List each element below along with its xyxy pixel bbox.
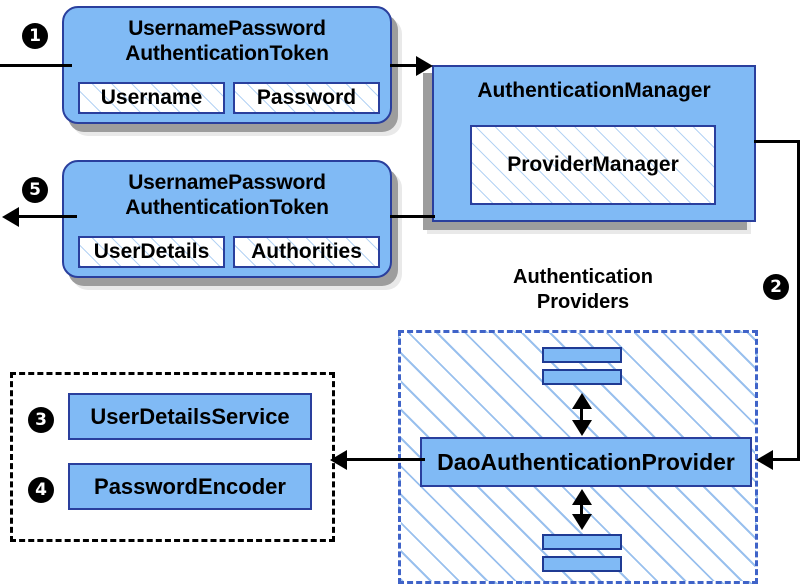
step-badge-4: 4 — [28, 477, 54, 503]
password-encoder-label: PasswordEncoder — [94, 473, 286, 499]
authentication-providers-title: Authentication Providers — [468, 265, 698, 315]
response-token-slot-authorities[interactable]: Authorities — [233, 236, 380, 268]
dao-bottom-arrow-down-head — [572, 514, 592, 530]
response-token-title-line1: UsernamePassword — [128, 171, 326, 194]
auth-manager-card[interactable]: AuthenticationManager ProviderManager — [432, 65, 756, 222]
other-provider-bar-top-1[interactable] — [542, 347, 622, 363]
dao-to-support-line — [345, 458, 425, 461]
dao-top-arrow-up-head — [572, 393, 592, 409]
response-token-title: UsernamePassword AuthenticationToken — [125, 170, 329, 220]
dao-provider-label: DaoAuthenticationProvider — [437, 448, 735, 475]
dao-provider-card[interactable]: DaoAuthenticationProvider — [420, 437, 752, 487]
step-badge-1: 1 — [22, 23, 48, 49]
manager-branch-bottom-line — [770, 458, 800, 461]
request-token-title-line2: AuthenticationToken — [125, 42, 329, 65]
password-encoder-card[interactable]: PasswordEncoder — [68, 463, 312, 510]
response-out-line — [17, 215, 77, 218]
response-token-slot-userdetails[interactable]: UserDetails — [78, 236, 225, 268]
request-token-title: UsernamePassword AuthenticationToken — [125, 16, 329, 66]
authentication-providers-title-line1: Authentication — [513, 266, 653, 288]
step-badge-5: 5 — [22, 177, 48, 203]
token-to-manager-line — [390, 64, 422, 67]
response-token-title-line2: AuthenticationToken — [125, 196, 329, 219]
userdetails-service-label: UserDetailsService — [90, 403, 290, 429]
other-provider-bar-bottom-2[interactable] — [542, 556, 622, 572]
other-provider-bar-top-2[interactable] — [542, 369, 622, 385]
incoming-request-line — [0, 64, 72, 67]
manager-to-response-line — [390, 215, 435, 218]
request-token-card[interactable]: UsernamePassword AuthenticationToken Use… — [62, 6, 392, 124]
manager-branch-top-line — [754, 140, 800, 143]
request-token-slot-password[interactable]: Password — [233, 82, 380, 114]
userdetails-service-card[interactable]: UserDetailsService — [68, 393, 312, 440]
step-badge-2: 2 — [763, 274, 789, 300]
dao-bottom-arrow-up-head — [572, 489, 592, 505]
authentication-providers-title-line2: Providers — [536, 291, 630, 313]
manager-to-dao-arrowhead — [756, 450, 773, 470]
auth-manager-label: AuthenticationManager — [477, 79, 711, 102]
dao-top-arrow-shaft — [580, 400, 583, 424]
dao-to-support-arrowhead — [330, 450, 347, 470]
request-token-slots: Username Password — [78, 82, 380, 114]
request-token-slot-username[interactable]: Username — [78, 82, 225, 114]
step-badge-3: 3 — [28, 407, 54, 433]
dao-top-arrow-down-head — [572, 420, 592, 436]
provider-manager-box[interactable]: ProviderManager — [470, 125, 716, 205]
token-to-manager-arrowhead — [416, 56, 433, 76]
response-out-arrowhead — [2, 207, 19, 227]
manager-branch-vertical-line — [797, 140, 800, 460]
request-token-title-line1: UsernamePassword — [128, 17, 326, 40]
response-token-slots: UserDetails Authorities — [78, 236, 380, 268]
response-token-card[interactable]: UsernamePassword AuthenticationToken Use… — [62, 160, 392, 278]
dao-bottom-arrow-shaft — [580, 496, 583, 518]
other-provider-bar-bottom-1[interactable] — [542, 534, 622, 550]
